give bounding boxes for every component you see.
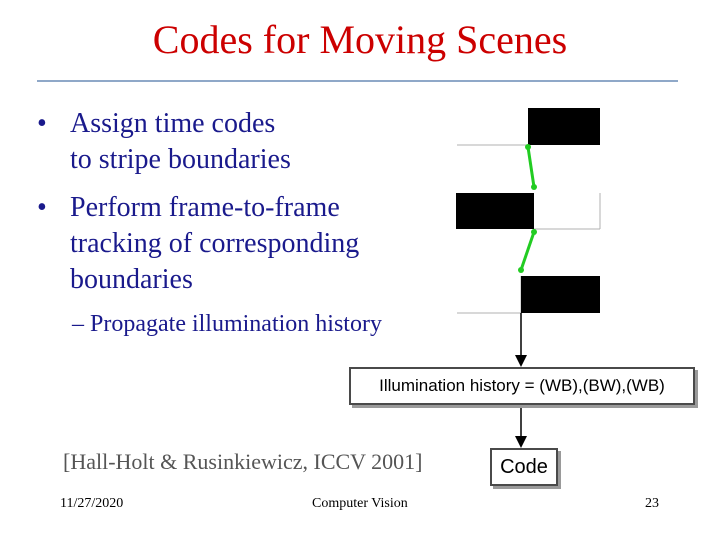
black-stripe	[521, 276, 600, 313]
bullet-1-line-1: Assign time codes	[70, 108, 276, 139]
bullet-2-line-2: tracking of corresponding	[70, 228, 360, 259]
sub-bullet: – Propagate illumination history	[72, 311, 382, 337]
citation: [Hall-Holt & Rusinkiewicz, ICCV 2001]	[63, 449, 423, 474]
bullet-1-line-2: to stripe boundaries	[70, 144, 291, 175]
frame-2-stripes	[456, 193, 601, 230]
footer-date: 11/27/2020	[60, 496, 124, 511]
title-divider	[37, 80, 678, 82]
code-box: Code	[490, 448, 558, 486]
bullet-marker: •	[37, 192, 47, 223]
frame-1-stripes	[457, 108, 600, 146]
illumination-history-box: Illumination history = (WB),(BW),(WB)	[349, 367, 695, 405]
black-stripe	[528, 108, 600, 145]
slide-title: Codes for Moving Scenes	[152, 17, 568, 62]
black-stripe	[456, 193, 534, 229]
page-number: 23	[645, 496, 659, 511]
bullet-2-line-1: Perform frame-to-frame	[70, 192, 340, 223]
bullet-marker: •	[37, 108, 47, 139]
bullet-2-line-3: boundaries	[70, 264, 193, 295]
footer-course: Computer Vision	[312, 496, 408, 511]
tracking-links	[518, 144, 537, 273]
frame-3-stripes	[457, 276, 600, 314]
